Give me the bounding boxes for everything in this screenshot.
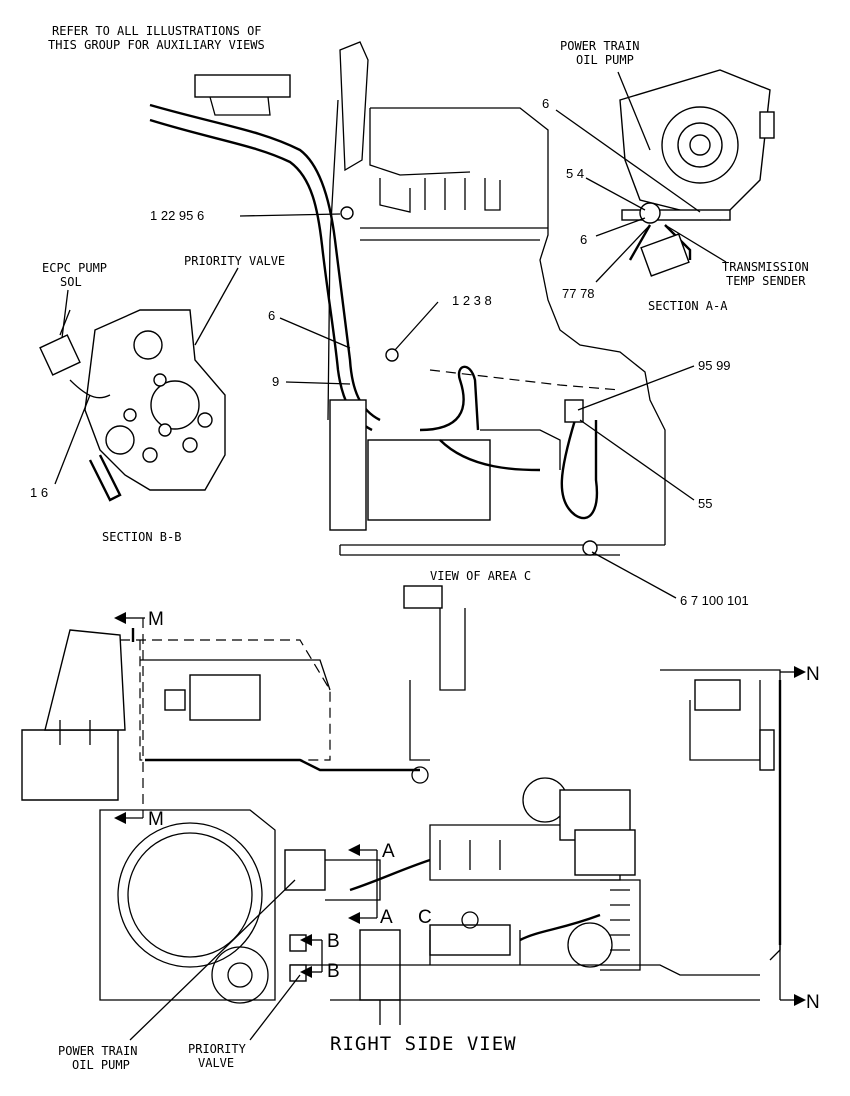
power-train-pump-title-line2: OIL PUMP <box>576 53 634 67</box>
main-view-labels: POWER TRAIN OIL PUMP PRIORITY VALVE RIGH… <box>58 1033 517 1072</box>
section-b-labels: ECPC PUMP SOL PRIORITY VALVE 1 6 SECTION… <box>30 254 285 544</box>
section-markers <box>114 612 806 1006</box>
callout-1-6: 1 6 <box>30 485 48 500</box>
callout-6-section-a-top: 6 <box>542 96 549 111</box>
marker-m-top: M <box>148 609 164 630</box>
callout-9: 9 <box>272 374 279 389</box>
transmission-temp-sender-line1: TRANSMISSION <box>722 260 809 274</box>
section-b-leaders <box>54 267 239 485</box>
callout-55: 55 <box>698 496 712 511</box>
callout-77-78: 77 78 <box>562 286 595 301</box>
section-a-leaders <box>555 71 727 283</box>
right-side-view-title: RIGHT SIDE VIEW <box>330 1033 517 1055</box>
reference-note-line1: REFER TO ALL ILLUSTRATIONS OF <box>52 24 262 38</box>
marker-a-bottom: A <box>380 907 393 928</box>
area-c-leaders <box>239 213 695 599</box>
callout-1-22-95-6: 1 22 95 6 <box>150 208 204 223</box>
priority-valve-label: PRIORITY VALVE <box>184 254 285 268</box>
reference-note: REFER TO ALL ILLUSTRATIONS OF THIS GROUP… <box>48 24 265 52</box>
section-b-drawing <box>39 309 226 502</box>
marker-n-bottom: N <box>806 992 820 1013</box>
priority-valve-line1: PRIORITY <box>188 1042 247 1056</box>
section-marker-letters: M M N N A A B B C <box>148 609 820 1013</box>
priority-valve-line2: VALVE <box>198 1056 234 1070</box>
area-c-drawing <box>149 41 666 556</box>
main-view-leaders <box>129 879 301 1041</box>
ecpc-pump-sol-line2: SOL <box>60 275 82 289</box>
view-of-area-c-caption: VIEW OF AREA C <box>430 569 531 583</box>
area-c-callouts: 1 22 95 6 1 2 3 8 6 9 95 99 55 6 7 100 1… <box>150 208 749 608</box>
power-train-oil-pump-line1: POWER TRAIN <box>58 1044 137 1058</box>
callout-6-area-c: 6 <box>268 308 275 323</box>
callout-95-99: 95 99 <box>698 358 731 373</box>
reference-note-line2: THIS GROUP FOR AUXILIARY VIEWS <box>48 38 265 52</box>
callout-5-4: 5 4 <box>566 166 584 181</box>
callout-6-section-a-mid: 6 <box>580 232 587 247</box>
power-train-pump-title-line1: POWER TRAIN <box>560 39 639 53</box>
marker-c: C <box>418 907 432 928</box>
right-side-view-drawing <box>21 585 782 1025</box>
marker-b-top: B <box>327 931 340 952</box>
transmission-temp-sender-line2: TEMP SENDER <box>726 274 806 288</box>
callout-6-7-100-101: 6 7 100 101 <box>680 593 749 608</box>
marker-m-bottom: M <box>148 809 164 830</box>
section-a-a-caption: SECTION A-A <box>648 299 728 313</box>
callout-1-2-3-8: 1 2 3 8 <box>452 293 492 308</box>
marker-b-bottom: B <box>327 961 340 982</box>
ecpc-pump-sol-line1: ECPC PUMP <box>42 261 107 275</box>
section-b-b-caption: SECTION B-B <box>102 530 181 544</box>
power-train-oil-pump-line2: OIL PUMP <box>72 1058 130 1072</box>
marker-a-top: A <box>382 841 395 862</box>
section-a-labels: POWER TRAIN OIL PUMP 6 5 4 6 77 78 TRANS… <box>542 39 809 313</box>
marker-n-top: N <box>806 664 820 685</box>
